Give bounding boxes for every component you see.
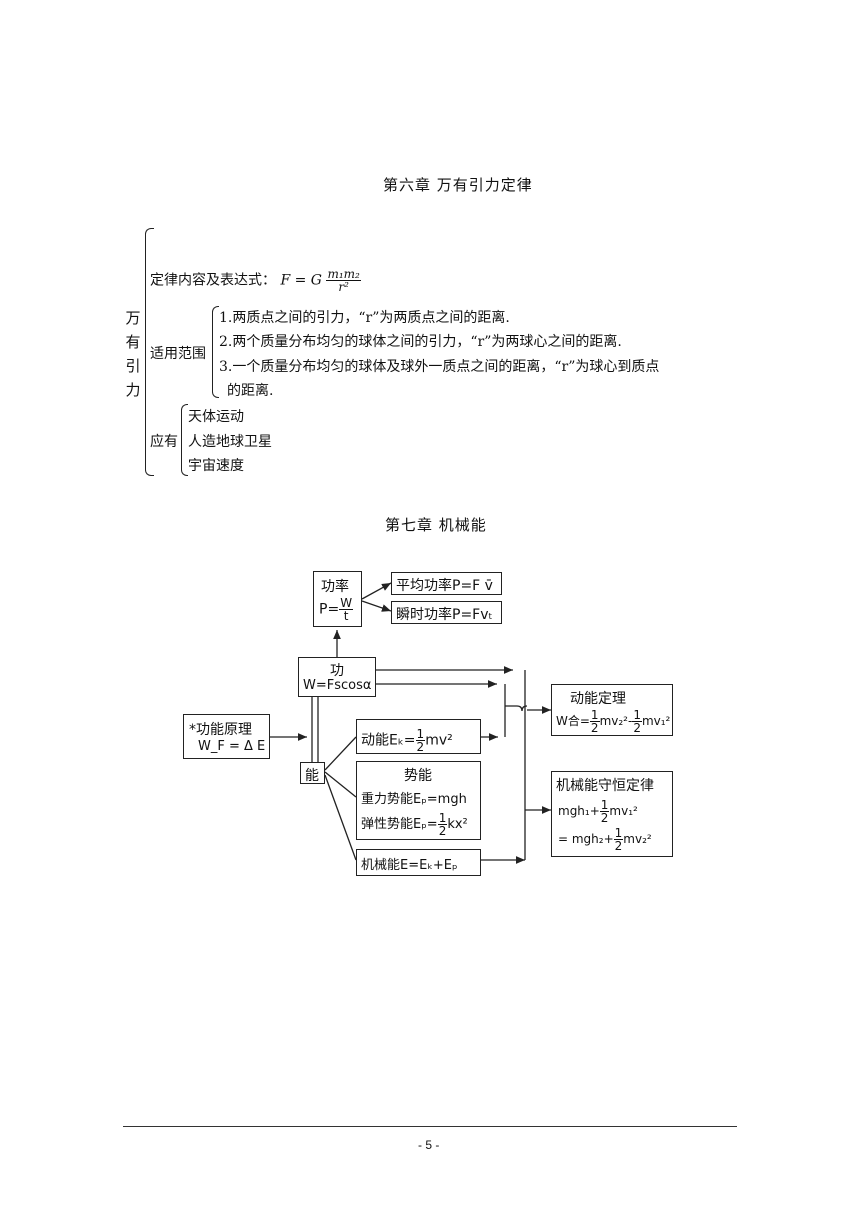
root-char: 引 [125, 357, 141, 375]
avg-power-text: 平均功率P=F v̄ [396, 578, 493, 594]
elastic-prefix: 弹性势能Eₚ= [361, 817, 438, 832]
kt-prefix: W合= [556, 714, 590, 728]
scope-item-3: 3.一个质量分布均匀的球体及球外一质点之间的距离，“r”为球心到质点 [219, 359, 660, 375]
scope-brace [212, 306, 219, 398]
func-principle-box: *功能原理 W_F = Δ E [183, 714, 270, 759]
kt-num-2: 1 [632, 708, 642, 722]
energy-label: 能 [305, 768, 319, 784]
cons-den-1: 2 [600, 811, 609, 825]
law-formula-lhs: F = G [280, 272, 322, 289]
kinetic-theorem-title: 动能定理 [570, 691, 626, 707]
page-number: - 5 - [418, 1138, 440, 1152]
scope-item-3-cont: 的距离. [227, 383, 274, 399]
conservation-title: 机械能守恒定律 [556, 778, 654, 794]
kinetic-suffix: mv² [425, 732, 453, 749]
application-item: 人造地球卫星 [188, 434, 272, 450]
application-brace [181, 404, 188, 476]
root-char: 万 [125, 309, 141, 327]
kt-suffix: mv₁² [641, 714, 671, 728]
power-den: t [343, 609, 349, 623]
mechanical-energy-formula: 机械能E=Eₖ+Eₚ [361, 858, 458, 873]
elastic-den: 2 [438, 824, 447, 838]
elastic-suffix: kx² [447, 817, 468, 832]
main-brace [145, 228, 154, 476]
scope-label: 适用范围 [150, 346, 206, 362]
application-item: 天体运动 [188, 409, 244, 425]
mechanical-energy-box: 机械能E=Eₖ+Eₚ [356, 849, 481, 876]
work-formula: W=Fscosα [303, 678, 372, 693]
func-principle-title: *功能原理 [189, 722, 252, 738]
cons-l1-prefix: mgh₁+ [558, 804, 600, 818]
application-label: 应有 [150, 434, 178, 450]
law-numerator: m₁m₂ [326, 267, 361, 281]
avg-power-box: 平均功率P=F v̄ [391, 572, 502, 595]
power-title: 功率 [321, 579, 349, 595]
power-num: W [339, 596, 354, 610]
func-principle-formula: W_F = Δ E [198, 739, 266, 754]
cons-num-1: 1 [599, 798, 610, 812]
scope-item-2: 2.两个质量分布均匀的球体之间的引力，“r”为两球心之间的距离. [219, 334, 622, 350]
energy-box: 能 [300, 762, 325, 784]
chapter6-title: 第六章 万有引力定律 [383, 176, 533, 194]
elastic-num: 1 [437, 811, 448, 825]
scope-item-1: 1.两质点之间的引力，“r”为两质点之间的距离. [219, 310, 510, 326]
kt-mid: mv₂²- [599, 714, 633, 728]
work-title: 功 [330, 663, 344, 679]
power-prefix: P= [319, 601, 340, 618]
kinetic-num: 1 [415, 727, 426, 741]
cons-num-2: 1 [613, 826, 624, 840]
cons-den-2: 2 [614, 839, 623, 853]
chapter7-title: 第七章 机械能 [385, 516, 487, 534]
law-denominator: r² [338, 280, 349, 294]
kinetic-den: 2 [416, 740, 425, 754]
work-box: 功 W=Fscosα [298, 657, 376, 697]
root-char: 有 [125, 333, 141, 351]
kinetic-prefix: 动能Eₖ= [361, 732, 416, 749]
root-char: 力 [125, 381, 141, 399]
cons-l1-suffix: mv₁² [609, 804, 638, 818]
law-item: 定律内容及表达式： F = G m₁m₂ r² [150, 268, 361, 293]
inst-power-box: 瞬时功率P=Fvₜ [391, 601, 502, 624]
root-label: 万 有 引 力 [125, 306, 141, 402]
cons-l2-prefix: = mgh₂+ [558, 832, 614, 846]
law-label: 定律内容及表达式： [150, 272, 276, 289]
potential-title: 势能 [404, 768, 432, 784]
kt-den-2: 2 [633, 721, 641, 735]
kt-num-1: 1 [589, 708, 600, 722]
kt-den-1: 2 [590, 721, 599, 735]
application-item: 宇宙速度 [188, 458, 244, 474]
inst-power-text: 瞬时功率P=Fvₜ [396, 607, 493, 623]
cons-l2-suffix: mv₂² [623, 832, 652, 846]
law-fraction: m₁m₂ r² [326, 267, 361, 294]
footer-rule [123, 1126, 737, 1127]
gravity-potential: 重力势能Eₚ=mgh [361, 792, 467, 807]
